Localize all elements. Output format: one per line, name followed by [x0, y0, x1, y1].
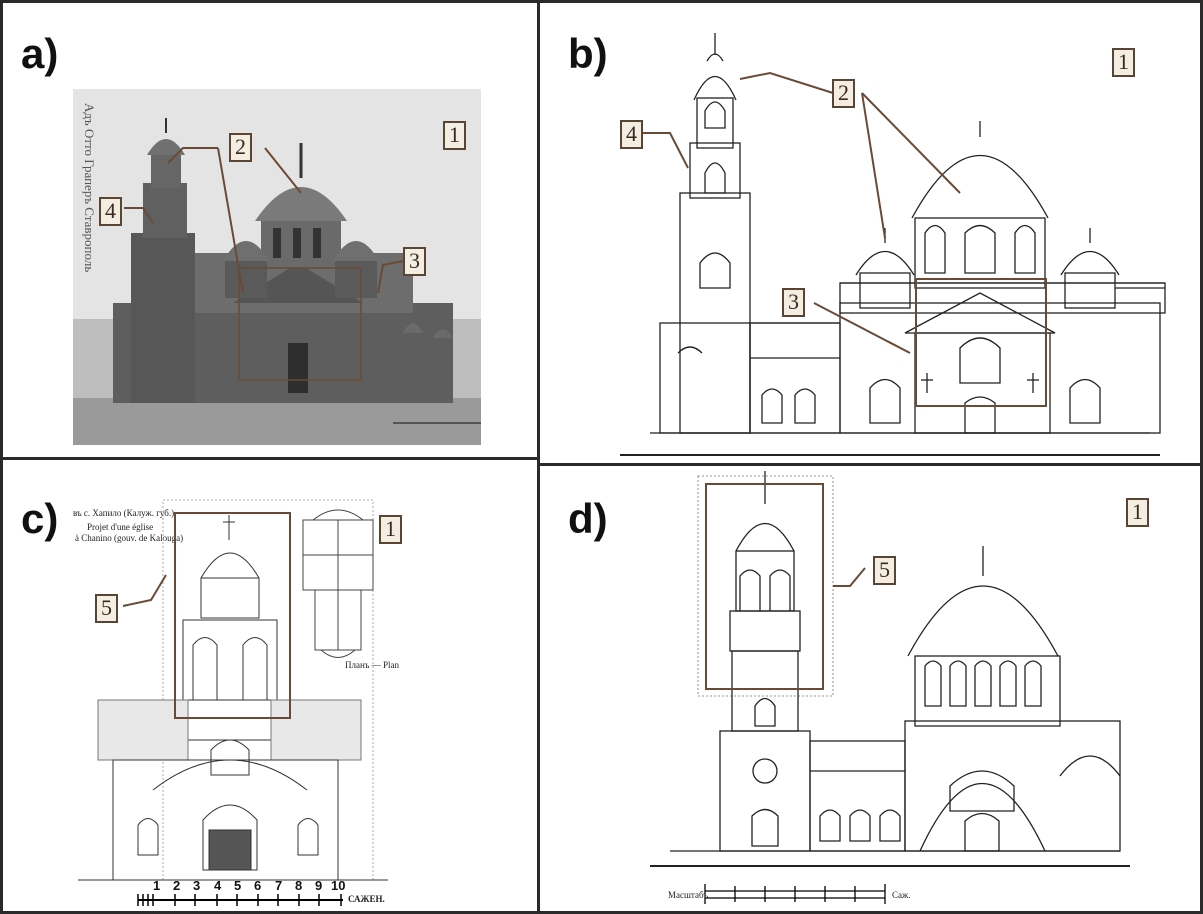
scale-number: 8	[295, 878, 303, 893]
panel-c: c) въ с. Хапило (Калуж. губ.) Projet d'u…	[0, 457, 540, 914]
callout-1: 1	[379, 515, 402, 544]
callout-3: 3	[403, 247, 426, 276]
scale-unit: САЖЕН.	[348, 894, 385, 904]
scale-number: 1	[153, 878, 161, 893]
scale-caption-left: Масштабъ	[668, 890, 708, 900]
scale-caption-right: Саж.	[892, 890, 911, 900]
church-elevation-drawing	[620, 33, 1166, 456]
panel-label-b: b)	[568, 30, 608, 77]
callout-4: 4	[99, 197, 122, 226]
drawing-caption-line-3: à Chanino (gouv. de Kalouga)	[75, 533, 184, 543]
scale-number: 2	[173, 878, 181, 893]
callout-1: 1	[1126, 498, 1149, 527]
facade-elevation-drawing	[78, 499, 388, 906]
callout-1: 1	[1112, 48, 1135, 77]
callout-5: 5	[873, 556, 896, 585]
scale-number: 10	[331, 878, 346, 893]
panel-b: b)	[537, 0, 1203, 466]
callout-2: 2	[229, 133, 252, 162]
drawing-caption-line-2: Projet d'une église	[87, 522, 154, 532]
scale-number: 4	[214, 878, 222, 893]
panel-label-c: c)	[21, 495, 59, 542]
panel-d: d)	[537, 463, 1203, 914]
photo-vertical-caption: Адъ Отто Граперъ Ставрополь	[82, 103, 97, 273]
scale-number: 6	[254, 878, 262, 893]
callout-3: 3	[782, 288, 805, 317]
panel-label-d: d)	[568, 495, 608, 542]
panel-a: a)	[0, 0, 540, 460]
scale-number: 9	[315, 878, 323, 893]
callout-1: 1	[443, 121, 466, 150]
scale-number: 3	[193, 878, 201, 893]
scale-number: 7	[275, 878, 283, 893]
drawing-caption-line-1: въ с. Хапило (Калуж. губ.)	[73, 508, 175, 518]
panel-label-a: a)	[21, 30, 59, 77]
plan-caption: Планъ — Plan	[345, 660, 399, 670]
church-elevation-drawing	[650, 471, 1130, 904]
callout-4: 4	[620, 120, 643, 149]
scale-number: 5	[234, 878, 242, 893]
callout-5: 5	[95, 594, 118, 623]
callout-2: 2	[832, 79, 855, 108]
